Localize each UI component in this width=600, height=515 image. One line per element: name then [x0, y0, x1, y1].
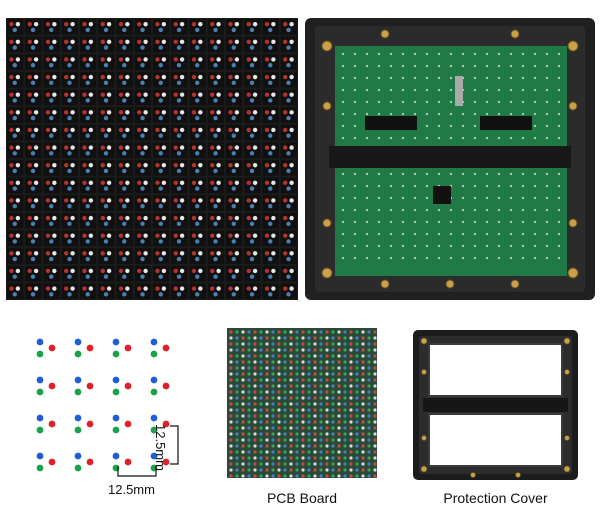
pcb-board-caption: PCB Board [266, 490, 338, 506]
red-led-dot [162, 382, 170, 390]
horizontal-dimension-bracket [117, 466, 157, 477]
pixel-pitch-diagram [36, 338, 179, 477]
green-led-dot [74, 464, 82, 472]
green-led-dot [150, 426, 158, 434]
blue-led-dot [36, 338, 44, 346]
blue-led-dot [112, 452, 120, 460]
led-module-back-image [305, 18, 595, 300]
red-led-dot [162, 420, 170, 428]
red-led-dot [48, 382, 56, 390]
green-led-dot [36, 350, 44, 358]
blue-led-dot [150, 414, 158, 422]
green-led-dot [74, 426, 82, 434]
blue-led-dot [150, 452, 158, 460]
red-led-dot [124, 420, 132, 428]
vertical-pitch-label: 12.5mm [153, 424, 168, 471]
blue-led-dot [36, 452, 44, 460]
red-led-dot [86, 382, 94, 390]
pcb-board-image [227, 328, 377, 478]
blue-led-dot [36, 376, 44, 384]
blue-led-dot [150, 376, 158, 384]
blue-led-dot [112, 414, 120, 422]
green-led-dot [150, 388, 158, 396]
led-module-front-image [6, 18, 298, 300]
red-led-dot [124, 458, 132, 466]
green-led-dot [112, 426, 120, 434]
red-led-dot [162, 344, 170, 352]
green-led-dot [150, 350, 158, 358]
green-led-dot [112, 350, 120, 358]
blue-led-dot [74, 414, 82, 422]
green-led-dot [36, 426, 44, 434]
blue-led-dot [150, 338, 158, 346]
blue-led-dot [74, 452, 82, 460]
red-led-dot [48, 420, 56, 428]
red-led-dot [48, 344, 56, 352]
green-led-dot [74, 350, 82, 358]
red-led-dot [86, 420, 94, 428]
blue-led-dot [112, 376, 120, 384]
red-led-dot [124, 344, 132, 352]
vertical-dimension-bracket [170, 425, 179, 465]
red-led-dot [48, 458, 56, 466]
horizontal-pitch-label: 12.5mm [108, 482, 155, 497]
protection-cover-caption: Protection Cover [443, 490, 548, 506]
green-led-dot [74, 388, 82, 396]
red-led-dot [162, 458, 170, 466]
blue-led-dot [74, 376, 82, 384]
protection-cover-image [413, 330, 578, 480]
red-led-dot [86, 344, 94, 352]
blue-led-dot [36, 414, 44, 422]
red-led-dot [86, 458, 94, 466]
red-led-dot [124, 382, 132, 390]
blue-led-dot [74, 338, 82, 346]
green-led-dot [112, 388, 120, 396]
green-led-dot [36, 388, 44, 396]
green-led-dot [36, 464, 44, 472]
blue-led-dot [112, 338, 120, 346]
